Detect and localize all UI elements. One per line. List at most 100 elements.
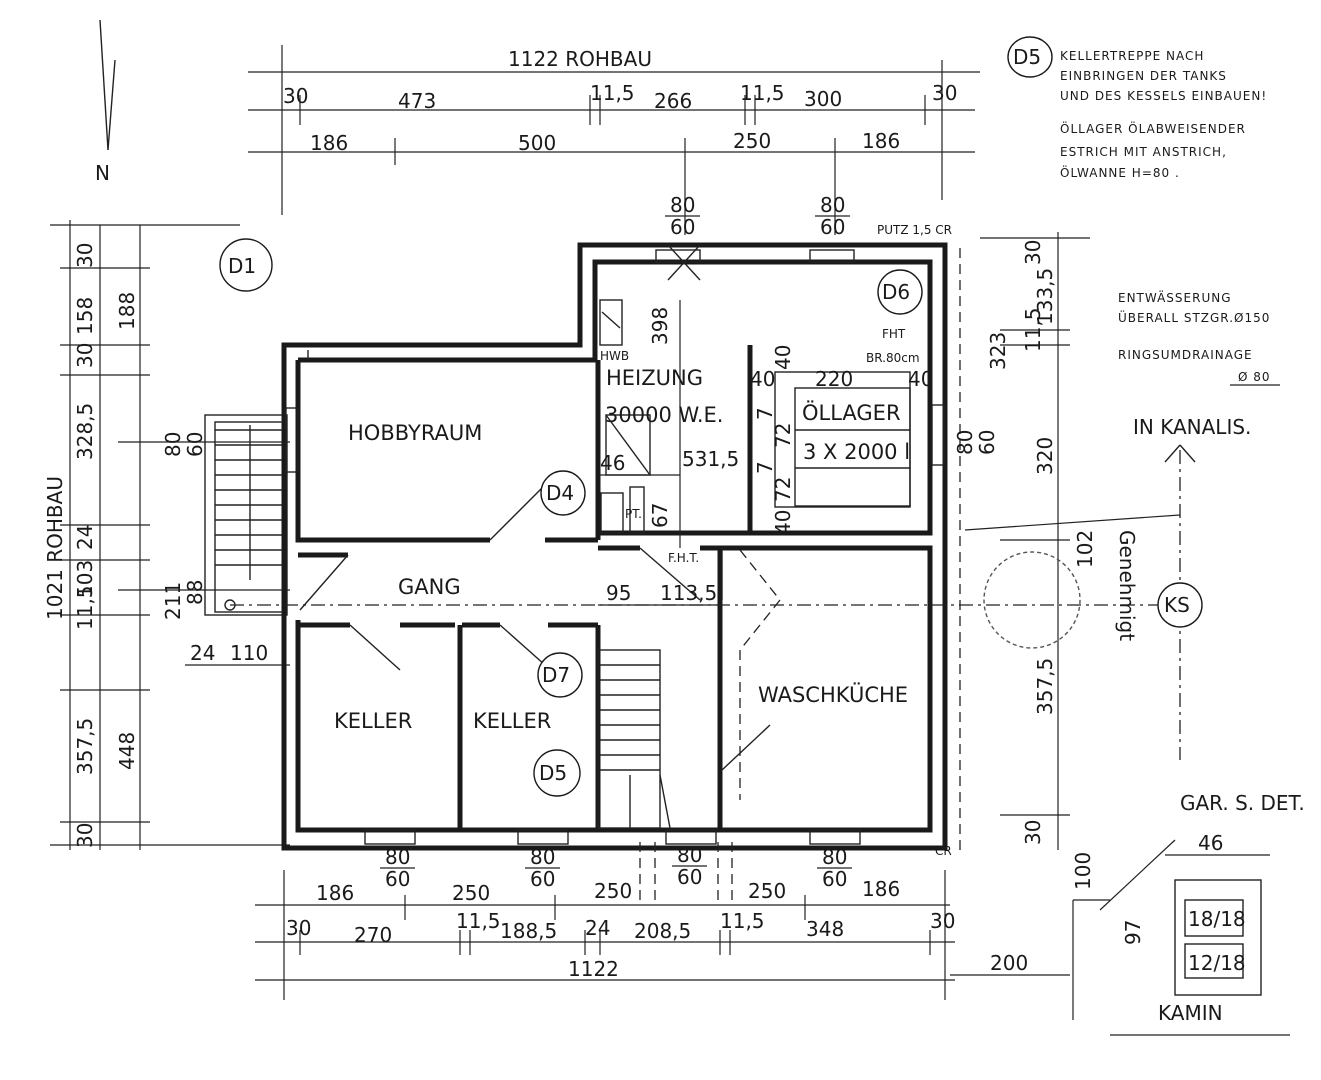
dimension-label: 40 — [771, 510, 795, 535]
dimension-label: 186 — [862, 129, 900, 153]
dimension-label: 11,5 — [740, 81, 785, 105]
dimension-label: 11,5 — [590, 81, 635, 105]
dimension-label: 60 — [530, 867, 555, 891]
dimension-label: 67 — [648, 503, 672, 528]
dimension-label: 11,5 — [73, 585, 97, 630]
dimension-label: 97 — [1121, 920, 1145, 945]
oil-dimensions: 40 220 40 7 72 72 7 40 40 — [750, 345, 933, 535]
dimension-label: 80 — [953, 430, 977, 455]
dimension-label: 11,5 — [720, 909, 765, 933]
dimension-label: 500 — [518, 131, 556, 155]
dimension-label: HWB — [600, 349, 629, 363]
dimension-label: 250 — [748, 879, 786, 903]
dimension-label: 7 — [753, 461, 777, 474]
dimension-label: 40 — [771, 345, 795, 370]
dimension-label: 30 — [283, 84, 308, 108]
north-label: N — [95, 161, 110, 185]
dimension-label: 30 — [286, 916, 311, 940]
exterior-stair — [204, 414, 288, 616]
marker-d1: D1 — [219, 238, 273, 292]
putz-label: PUTZ 1,5 CR — [877, 223, 952, 237]
dimension-label: 250 — [594, 879, 632, 903]
dimension-label: 30 — [932, 81, 957, 105]
dimension-label: 60 — [385, 867, 410, 891]
dimension-label: 46 — [1198, 831, 1223, 855]
dimension-label: BR.80cm — [866, 351, 920, 365]
windows — [285, 249, 945, 845]
dimension-label: 30 — [73, 243, 97, 268]
dimension-label: 46 — [600, 451, 625, 475]
interior-stair — [597, 649, 671, 829]
dimension-label: UND DES KESSELS EINBAUEN! — [1060, 89, 1267, 103]
dimension-label: 30 — [73, 343, 97, 368]
dimension-label: 80 — [530, 845, 555, 869]
dimension-label: 186 — [310, 131, 348, 155]
room-oellager: ÖLLAGER — [802, 400, 901, 425]
dimension-label: F.H.T. — [668, 551, 699, 565]
dimension-label: 80 — [822, 845, 847, 869]
room-keller-2: KELLER — [473, 709, 551, 733]
dimension-label: 158 — [73, 297, 97, 335]
left-dimensions: 30 158 30 328,5 24 103 11,5 357,5 30 188… — [43, 220, 290, 850]
marker-d7: D7 — [537, 652, 583, 698]
dimension-label: 357,5 — [73, 718, 97, 775]
dimension-label: 18/18 — [1188, 907, 1246, 931]
canal-arrow: IN KANALIS. — [1133, 415, 1251, 463]
room-keller-1: KELLER — [334, 709, 412, 733]
dimension-label: ÖLLAGER ÖLABWEISENDER — [1060, 120, 1246, 136]
dimension-label: 348 — [806, 917, 844, 941]
dimension-label: 531,5 — [682, 447, 739, 471]
door-swings — [299, 484, 771, 771]
dimension-label: 133,5 — [1033, 268, 1057, 325]
dimension-label: 40 — [750, 367, 775, 391]
dimension-label: 186 — [862, 877, 900, 901]
dimension-label: 266 — [654, 89, 692, 113]
dimension-label: KS — [1164, 593, 1190, 617]
dimension-label: D1 — [228, 254, 256, 278]
dimension-label: PT. — [625, 507, 642, 521]
walls — [281, 242, 948, 851]
dimension-label: KELLERTREPPE NACH — [1060, 49, 1204, 63]
dimension-label: 11,5 — [1021, 307, 1045, 352]
dimension-label: D7 — [542, 663, 570, 687]
dimension-label: 113,5 — [660, 581, 717, 605]
chimney-label: KAMIN — [1158, 1001, 1223, 1025]
top-total: 1122 ROHBAU — [508, 47, 652, 71]
dimension-label: 30 — [73, 823, 97, 848]
room-heizung: HEIZUNG — [606, 366, 703, 390]
dimension-label: 250 — [733, 129, 771, 153]
heating-dimensions: 398 46 531,5 67 95 113,5 — [600, 307, 739, 605]
dimension-label: 270 — [354, 923, 392, 947]
dimension-label: CR — [935, 844, 952, 858]
dimension-label: 186 — [316, 881, 354, 905]
bottom-total: 1122 — [568, 957, 619, 981]
dimension-label: Genehmigt — [1115, 530, 1139, 641]
dimension-label: 110 — [230, 641, 268, 665]
dimension-label: ÖLWANNE H=80 . — [1060, 164, 1180, 180]
dimension-label: 250 — [452, 881, 490, 905]
dimension-label: 24 — [73, 525, 97, 550]
dimension-label: 100 — [1071, 852, 1095, 890]
dimension-label: 320 — [1033, 437, 1057, 475]
marker-d4: D4 — [540, 470, 586, 516]
chimney: 46 100 97 18/18 12/18 KAMIN 200 — [950, 831, 1290, 1036]
dimension-label: 88 — [183, 580, 207, 605]
dimension-label: 30 — [930, 909, 955, 933]
garage-note: GAR. S. DET. — [1180, 791, 1305, 815]
dimension-label: ENTWÄSSERUNG — [1118, 290, 1232, 305]
heating-power: 30000 W.E. — [605, 403, 723, 427]
dimension-label: FHT — [882, 327, 906, 341]
dimension-label: 80 — [677, 843, 702, 867]
dimension-label: 323 — [986, 332, 1010, 370]
dimension-label: 11,5 — [456, 909, 501, 933]
dimension-label: 300 — [804, 87, 842, 111]
dimension-label: 60 — [975, 430, 999, 455]
right-dimensions: 30 133,5 11,5 323 320 102 357,5 30 80 60 — [953, 232, 1097, 850]
dimension-label: 200 — [990, 951, 1028, 975]
dimension-label: 60 — [822, 867, 847, 891]
note-drainage: ENTWÄSSERUNG ÜBERALL STZGR.Ø150 RINGSUMD… — [1118, 290, 1280, 386]
dimension-label: 473 — [398, 89, 436, 113]
dimension-label: ESTRICH MIT ANSTRICH, — [1060, 145, 1227, 159]
oil-tanks — [774, 371, 911, 508]
